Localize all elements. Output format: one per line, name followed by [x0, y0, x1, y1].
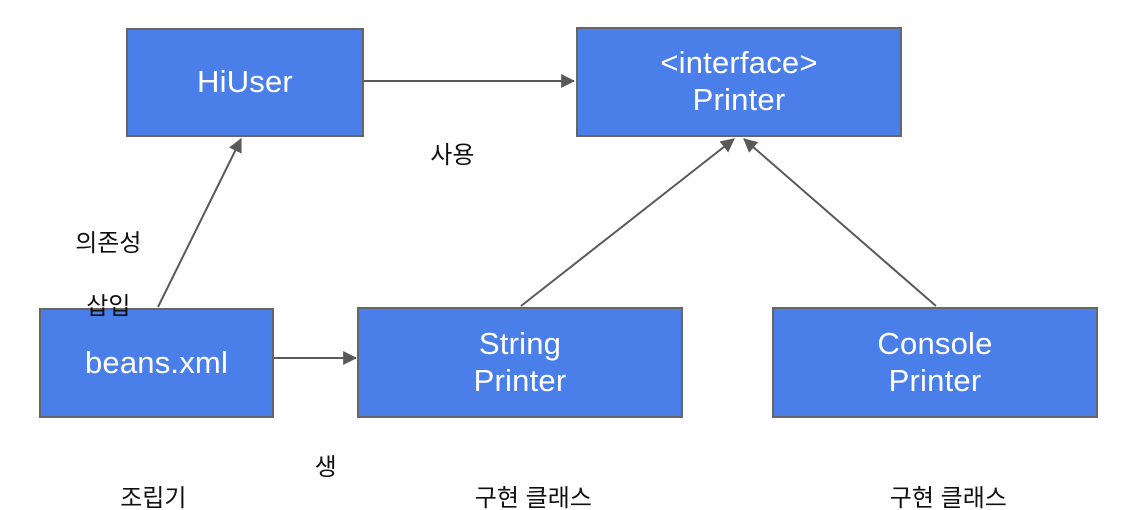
- node-printer-interface-label: Printer: [692, 82, 786, 117]
- node-string-printer-label-line2: Printer: [473, 362, 567, 398]
- edge-beans-to-hiuser: [157, 137, 242, 308]
- node-string-printer-label-line1: String: [478, 325, 562, 361]
- node-beans-xml-label: beans.xml: [84, 344, 229, 380]
- edge-label-dependency-injection-line1: 의존성: [75, 229, 142, 257]
- caption-assembler-text: 조립기: [120, 485, 187, 510]
- caption-impl-class-left: 구현 클래스: [420, 452, 620, 510]
- node-hiuser[interactable]: HiUser: [126, 28, 364, 137]
- edge-consoleprinter-to-printer: [743, 138, 937, 307]
- node-console-printer-label-line1: Console: [877, 325, 993, 361]
- edge-stringprinter-to-printer: [520, 138, 735, 307]
- edge-label-use-text: 사용: [430, 141, 475, 169]
- caption-impl-class-right-text: 구현 클래스: [889, 485, 1007, 510]
- node-hiuser-label: HiUser: [197, 64, 293, 100]
- node-console-printer-label-line2: Printer: [888, 362, 982, 398]
- edge-label-use: 사용: [399, 108, 479, 203]
- edge-label-creation: 생 성: [288, 422, 337, 510]
- node-printer-interface-stereotype: <interface>: [660, 45, 818, 81]
- edge-label-dependency-injection-line2: 삽입: [86, 293, 131, 321]
- edge-label-dependency-injection: 의존성 삽입: [40, 196, 150, 354]
- node-printer-interface[interactable]: <interface> Printer: [576, 27, 902, 137]
- node-console-printer[interactable]: Console Printer: [772, 307, 1098, 418]
- node-beans-xml[interactable]: beans.xml: [39, 308, 274, 418]
- caption-assembler: 조립기: [60, 452, 220, 510]
- node-string-printer[interactable]: String Printer: [357, 307, 683, 418]
- edge-label-creation-line1: 생: [314, 453, 337, 481]
- caption-impl-class-right: 구현 클래스: [835, 452, 1035, 510]
- caption-impl-class-left-text: 구현 클래스: [474, 485, 592, 510]
